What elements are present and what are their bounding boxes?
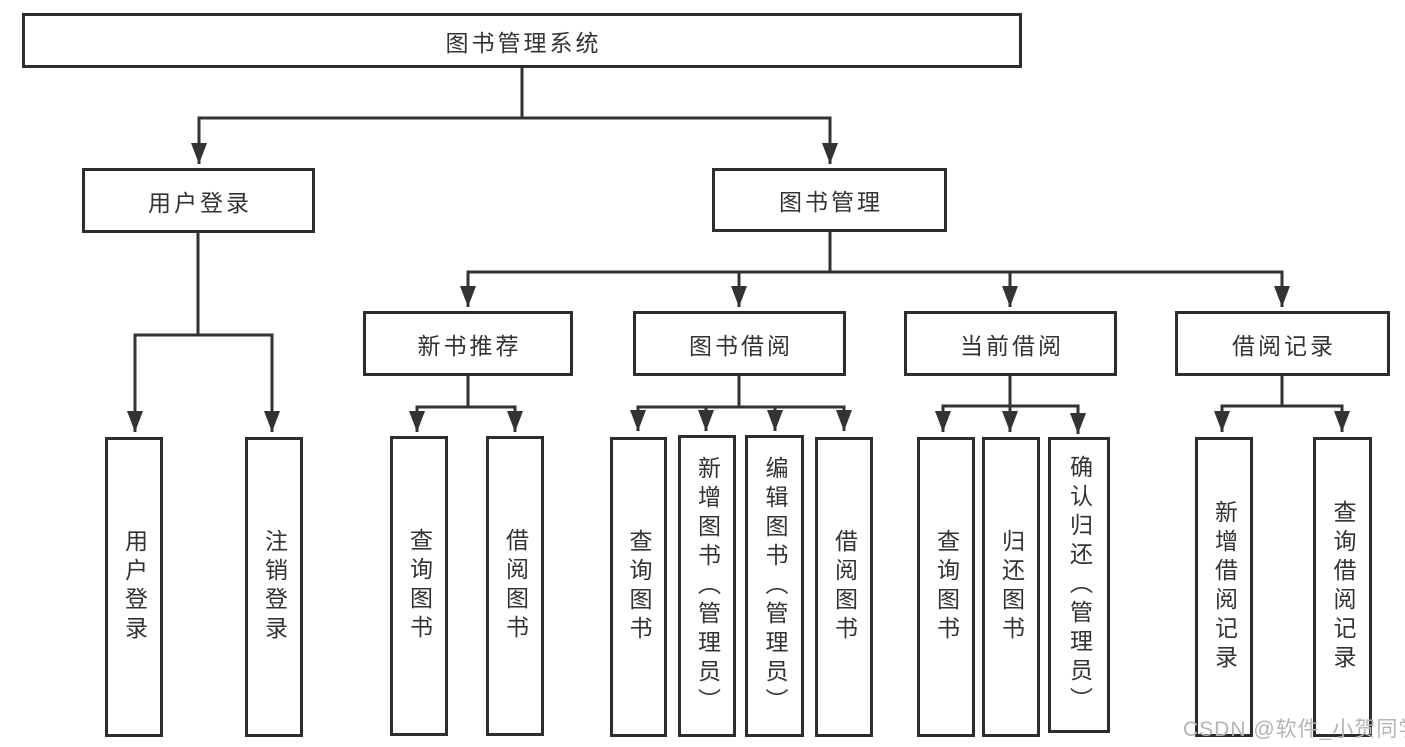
node-book-borrow-label: 图书借阅 <box>689 332 793 359</box>
edge-book-borrow <box>630 376 852 431</box>
leaf-query-books-3: 查询图书 <box>917 437 975 737</box>
edge-book-management <box>460 232 1290 307</box>
leaf-query-books-3-label: 查询图书 <box>933 529 960 645</box>
leaf-return-book-label: 归还图书 <box>998 529 1025 645</box>
leaf-borrow-books-2-label: 借阅图书 <box>831 529 858 645</box>
leaf-return-book: 归还图书 <box>982 437 1040 737</box>
node-current-borrow: 当前借阅 <box>904 311 1117 376</box>
edge-root <box>191 68 838 164</box>
node-user-login-label: 用户登录 <box>148 189 252 216</box>
leaf-edit-book-admin: 编辑图书（管理员） <box>745 435 804 737</box>
leaf-borrow-books-1: 借阅图书 <box>486 436 544 736</box>
leaf-logout: 注销登录 <box>245 437 303 737</box>
leaf-confirm-return-admin: 确认归还（管理员） <box>1048 437 1110 733</box>
leaf-logout-label: 注销登录 <box>261 529 288 645</box>
edge-borrow-records <box>1214 376 1350 432</box>
leaf-add-book-admin: 新增图书（管理员） <box>678 435 736 737</box>
node-new-book-recommend: 新书推荐 <box>363 311 573 376</box>
leaf-user-login-label: 用户登录 <box>121 529 148 645</box>
leaf-query-borrow-record-label: 查询借阅记录 <box>1330 500 1356 674</box>
leaf-add-borrow-record: 新增借阅记录 <box>1195 437 1253 737</box>
node-current-borrow-label: 当前借阅 <box>960 332 1064 359</box>
node-new-book-recommend-label: 新书推荐 <box>417 332 522 359</box>
node-root: 图书管理系统 <box>22 13 1022 68</box>
node-root-label: 图书管理系统 <box>445 29 602 56</box>
leaf-add-book-admin-label: 新增图书（管理员） <box>694 455 721 717</box>
node-book-management-label: 图书管理 <box>779 189 883 215</box>
leaf-add-borrow-record-label: 新增借阅记录 <box>1211 500 1238 674</box>
leaf-query-books-2-label: 查询图书 <box>626 529 652 645</box>
leaf-user-login: 用户登录 <box>105 437 163 737</box>
leaf-borrow-books-1-label: 借阅图书 <box>502 528 529 644</box>
leaf-query-books-1: 查询图书 <box>390 436 448 736</box>
leaf-confirm-return-admin-label: 确认归还（管理员） <box>1066 454 1093 716</box>
node-book-borrow: 图书借阅 <box>633 311 846 376</box>
leaf-edit-book-admin-label: 编辑图书（管理员） <box>762 455 788 717</box>
node-book-management: 图书管理 <box>712 168 947 232</box>
leaf-query-books-2: 查询图书 <box>610 437 667 737</box>
edge-user-login <box>127 233 280 432</box>
node-user-login: 用户登录 <box>82 168 315 233</box>
leaf-query-books-1-label: 查询图书 <box>406 528 433 644</box>
csdn-watermark: CSDN @软件_小贺同学 <box>1183 718 1405 741</box>
edge-new-book-recommend <box>409 376 523 432</box>
leaf-borrow-books-2: 借阅图书 <box>815 437 873 737</box>
node-borrow-records: 借阅记录 <box>1175 311 1390 376</box>
leaf-query-borrow-record: 查询借阅记录 <box>1313 437 1372 737</box>
edge-current-borrow <box>935 376 1086 434</box>
node-borrow-records-label: 借阅记录 <box>1232 332 1336 359</box>
